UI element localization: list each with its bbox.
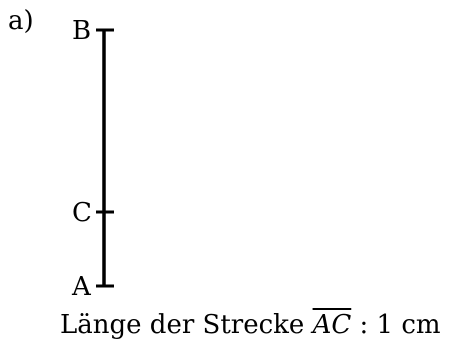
caption-separator: :: [359, 310, 369, 340]
caption-prefix: Länge der Strecke: [60, 310, 305, 340]
segment-length-caption: Länge der Strecke AC : 1 cm: [60, 310, 441, 340]
point-label-c: C: [72, 198, 92, 228]
part-label: a): [8, 6, 34, 36]
point-label-b: B: [72, 16, 92, 46]
point-label-a: A: [72, 272, 91, 302]
caption-segment-name: AC: [312, 310, 352, 340]
caption-value: 1: [376, 310, 394, 340]
caption-unit: cm: [401, 310, 441, 340]
